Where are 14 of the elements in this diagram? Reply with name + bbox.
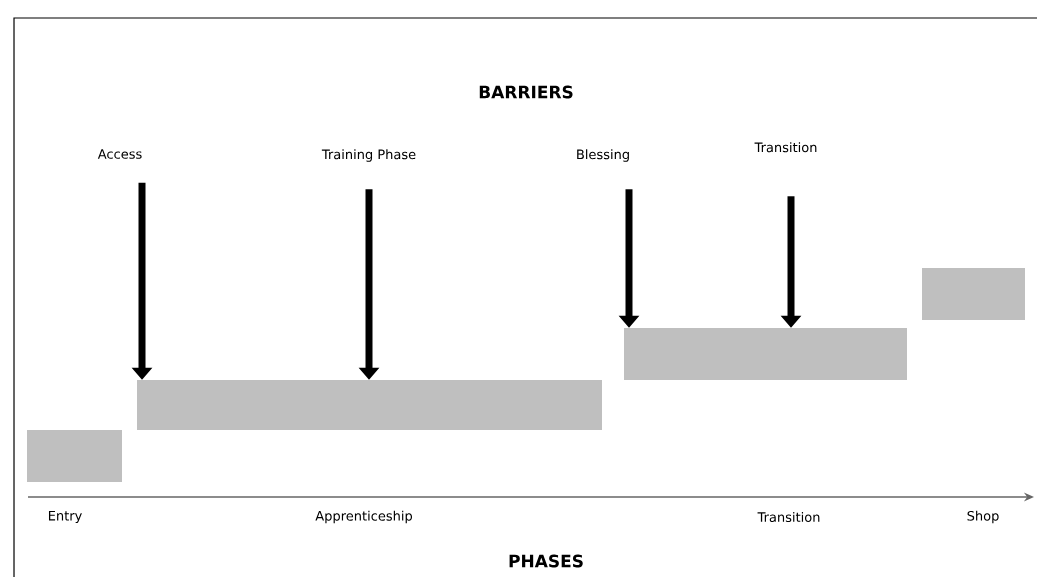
axis-title: PHASES — [509, 554, 583, 568]
phase-label: Entry — [49, 510, 82, 524]
barrier-label: Transition — [754, 142, 817, 153]
phase-bar — [922, 268, 1025, 320]
diagram-title: BARRIERS — [479, 85, 573, 99]
phase-label: Transition — [757, 511, 820, 523]
phase-bar — [137, 380, 602, 430]
phase-bar — [27, 430, 122, 482]
phase-label: Shop — [967, 510, 999, 524]
barrier-label: Access — [97, 149, 142, 159]
phase-label: Apprenticeship — [315, 510, 413, 524]
phase-bar — [624, 328, 907, 380]
barrier-label: Blessing — [577, 149, 629, 162]
barrier-label: Training Phase — [321, 149, 416, 162]
